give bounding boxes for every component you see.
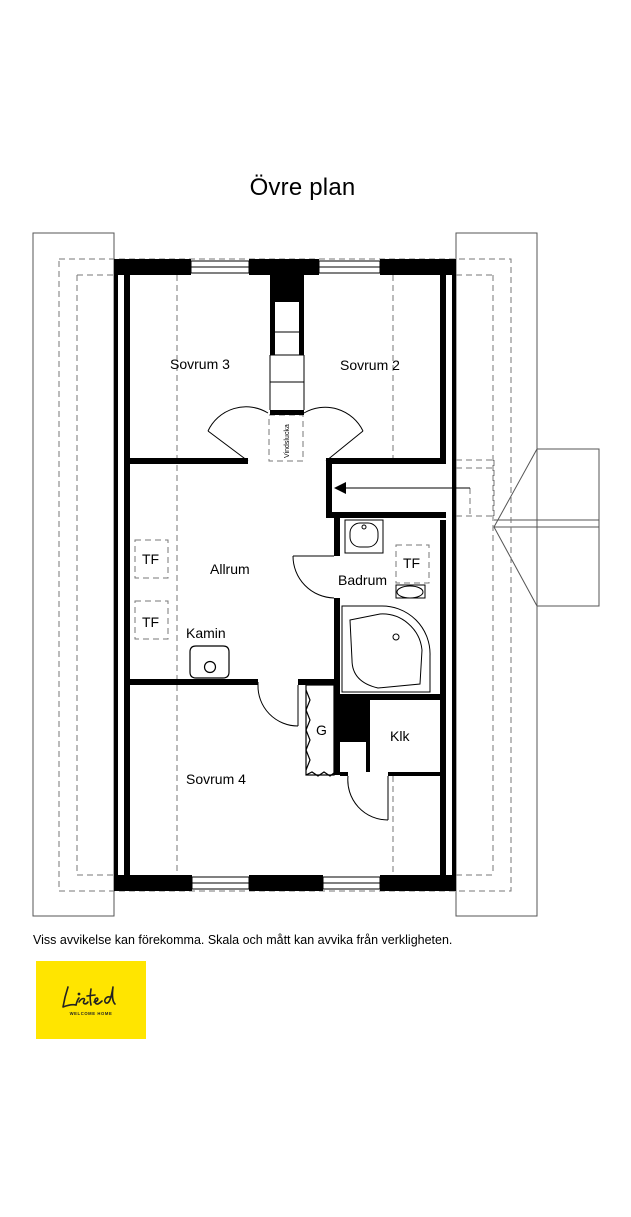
- plan-title: Övre plan: [249, 174, 356, 201]
- label-sovrum2: Sovrum 2: [340, 357, 400, 373]
- bathroom-fixtures: [341, 519, 431, 693]
- listed-logo: WELCOME HOME: [36, 961, 146, 1039]
- doors: [207, 406, 389, 821]
- label-badrum: Badrum: [338, 572, 387, 588]
- label-vindslucka: Vindslucka: [284, 424, 291, 458]
- windows: [190, 260, 381, 890]
- label-tf-1: TF: [142, 551, 159, 567]
- stair-arrow: [334, 482, 470, 494]
- label-kamin: Kamin: [186, 625, 226, 641]
- label-klk: Klk: [390, 728, 410, 744]
- logo-tagline: WELCOME HOME: [70, 1011, 113, 1016]
- label-sovrum3: Sovrum 3: [170, 356, 230, 372]
- label-tf-2: TF: [142, 614, 159, 630]
- label-wardrobe-g: G: [316, 722, 327, 738]
- stove: [189, 645, 230, 679]
- walls: [114, 259, 456, 891]
- label-sovrum4: Sovrum 4: [186, 771, 246, 787]
- label-tf-3: TF: [403, 555, 420, 571]
- disclaimer-text: Viss avvikelse kan förekomma. Skala och …: [33, 933, 453, 947]
- wardrobe: [305, 684, 335, 777]
- label-allrum: Allrum: [210, 561, 250, 577]
- chimney-steps: [269, 331, 305, 410]
